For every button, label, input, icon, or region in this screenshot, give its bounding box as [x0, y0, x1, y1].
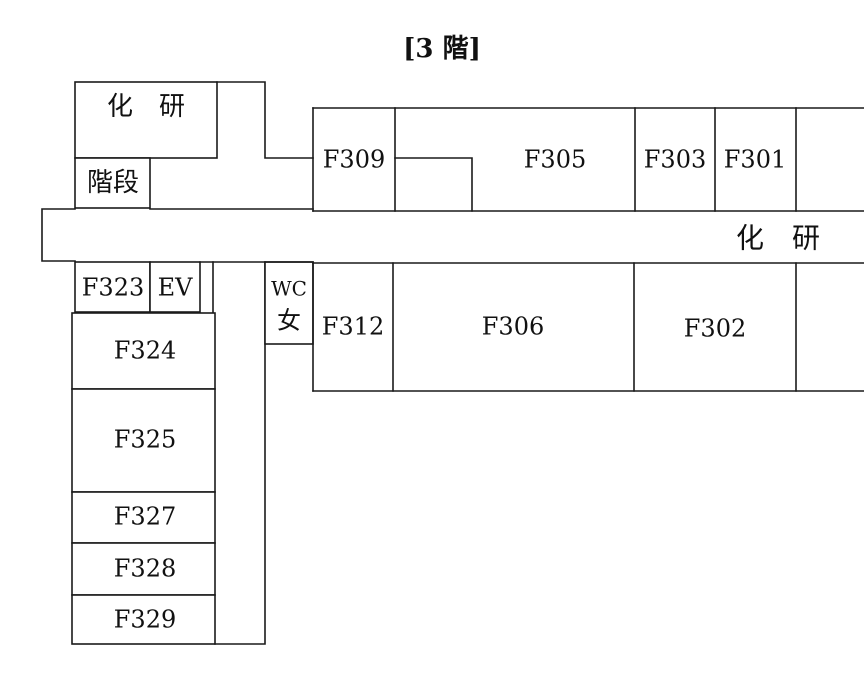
- floor-title: [3 階]: [403, 34, 481, 64]
- room-f312-label: F312: [322, 313, 384, 341]
- room-f323-label: F323: [82, 274, 144, 302]
- corridor-vertical-top-wall: [216, 81, 314, 159]
- room-f329: [71, 594, 216, 645]
- room-f324-label: F324: [114, 337, 176, 365]
- room-f324: [71, 312, 216, 390]
- room-f301-label: F301: [724, 146, 786, 174]
- corridor-kaken-label: 化 研: [736, 222, 820, 255]
- room-stairs-label: 階段: [87, 168, 139, 198]
- corridor-horizontal-left-wall: [41, 208, 76, 262]
- room-f328: [71, 542, 216, 596]
- room-kaken-top-label: 化 研: [107, 92, 185, 122]
- room-f328-label: F328: [114, 555, 176, 583]
- room-f306-label: F306: [482, 313, 544, 341]
- room-wc-women-label: 女: [277, 307, 301, 335]
- room-stairs: [74, 157, 151, 209]
- room-wc-label: WC: [271, 277, 307, 301]
- room-f309-label: F309: [323, 146, 385, 174]
- room-f327: [71, 491, 216, 544]
- room-ev-label: EV: [158, 274, 194, 302]
- room-f327-label: F327: [114, 503, 176, 531]
- room-f325: [71, 388, 216, 493]
- corridor-vertical-bottom-wall: [214, 261, 266, 645]
- room-f325-label: F325: [114, 426, 176, 454]
- room-kaken-top: [74, 81, 218, 159]
- room-f302-label: F302: [684, 315, 746, 343]
- room-wc-women: [264, 261, 314, 345]
- f305-inner-partition: [394, 157, 473, 212]
- room-ev: [149, 261, 201, 313]
- room-f305-label: F305: [524, 146, 586, 174]
- room-f303-label: F303: [644, 146, 706, 174]
- room-f323: [74, 261, 151, 313]
- room-f329-label: F329: [114, 606, 176, 634]
